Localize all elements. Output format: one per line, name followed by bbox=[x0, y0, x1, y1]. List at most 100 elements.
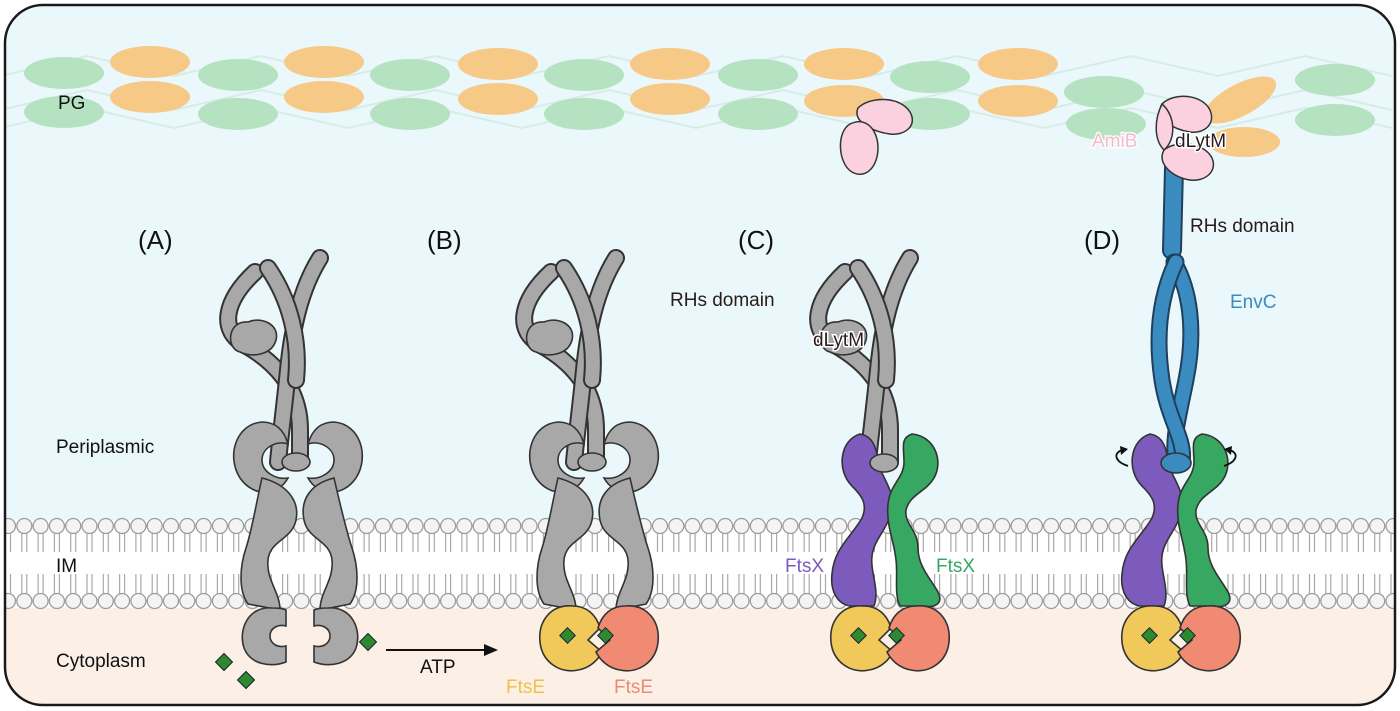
lipid-tail bbox=[1325, 532, 1332, 552]
lipid-tail bbox=[656, 574, 664, 594]
panel-a-complex bbox=[219, 249, 364, 666]
lipid-head bbox=[961, 517, 978, 535]
lipid-head bbox=[1206, 517, 1223, 535]
atp-molecule bbox=[559, 627, 576, 644]
amib-label: AmiB bbox=[1092, 131, 1137, 152]
lipid-tail bbox=[70, 532, 77, 552]
glycan-unit bbox=[978, 48, 1058, 80]
lipid-head bbox=[749, 517, 766, 535]
lytm-domain-gray bbox=[229, 319, 278, 356]
lipid-head bbox=[1369, 592, 1386, 610]
lipid-tail bbox=[1308, 532, 1316, 552]
ftse-label-right: FtsE bbox=[614, 677, 653, 698]
lipid-head bbox=[700, 517, 718, 535]
ftsx-label-right: FtsX bbox=[936, 556, 975, 577]
lipid-head bbox=[293, 592, 310, 610]
lipid-head bbox=[358, 592, 375, 610]
pg-label: PG bbox=[58, 93, 85, 114]
lipid-head bbox=[1010, 592, 1027, 610]
lipid-tail bbox=[705, 574, 712, 594]
lipid-tail bbox=[1080, 574, 1087, 594]
atp-binding-arrow bbox=[386, 644, 498, 656]
lipid-head bbox=[1271, 517, 1288, 535]
glycan-unit bbox=[1295, 64, 1375, 96]
atp-molecule bbox=[1141, 627, 1158, 644]
lipid-tail bbox=[1178, 574, 1185, 594]
lipid-tail bbox=[510, 574, 517, 594]
lipid-head bbox=[179, 592, 196, 610]
lipid-tail bbox=[591, 532, 598, 552]
lipid-tail bbox=[298, 532, 305, 552]
lipid-head bbox=[195, 592, 212, 610]
lipid-head bbox=[717, 592, 734, 610]
lipid-tail bbox=[135, 532, 142, 552]
lipid-head bbox=[1254, 592, 1272, 610]
lipid-tail bbox=[167, 574, 175, 594]
lipid-tail bbox=[445, 574, 452, 594]
lipid-tail bbox=[705, 532, 712, 552]
lipid-head bbox=[668, 592, 685, 610]
lipid-head bbox=[765, 592, 783, 610]
lipid-head bbox=[798, 517, 815, 535]
lipid-tail bbox=[819, 532, 827, 552]
lipid-head bbox=[146, 517, 163, 535]
lipid-tail bbox=[412, 574, 419, 594]
lipid-tail bbox=[1243, 574, 1250, 594]
lipid-head bbox=[782, 592, 799, 610]
lipid-tail bbox=[1031, 574, 1038, 594]
lipid-head bbox=[1287, 517, 1304, 535]
lipid-tail bbox=[379, 532, 386, 552]
panel-c-label: (C) bbox=[738, 225, 774, 255]
lipid-tail bbox=[738, 532, 745, 552]
lipid-tail bbox=[673, 532, 680, 552]
glycan-unit bbox=[110, 81, 190, 113]
lipid-head bbox=[5, 592, 17, 610]
lipid-head bbox=[798, 592, 815, 610]
lipid-tail bbox=[689, 532, 696, 552]
lipid-tail bbox=[1276, 532, 1283, 552]
lipid-tail bbox=[53, 574, 60, 594]
atp-label: ATP bbox=[420, 657, 456, 678]
lipid-tail bbox=[738, 574, 745, 594]
lipid-tail bbox=[184, 532, 191, 552]
glycan-unit bbox=[630, 83, 710, 115]
lipid-head bbox=[814, 517, 832, 535]
lipid-tail bbox=[1357, 574, 1364, 594]
lipid-tail bbox=[819, 574, 827, 594]
lipid-head bbox=[228, 517, 245, 535]
lipid-head bbox=[488, 517, 506, 535]
lipid-head bbox=[1091, 592, 1109, 610]
glycan-unit bbox=[198, 98, 278, 130]
lipid-tail bbox=[754, 532, 761, 552]
lipid-head bbox=[1385, 592, 1395, 610]
lipid-tail bbox=[86, 532, 93, 552]
panel-a-label: (A) bbox=[138, 225, 173, 255]
lipid-head bbox=[1320, 517, 1337, 535]
amib-enzyme-d bbox=[1155, 95, 1215, 181]
glycan-unit bbox=[370, 59, 450, 91]
lipid-tail bbox=[787, 574, 794, 594]
lipid-head bbox=[439, 517, 457, 535]
lipid-head bbox=[97, 592, 114, 610]
lipid-tail bbox=[1048, 574, 1055, 594]
lipid-head bbox=[423, 517, 440, 535]
glycan-strand bbox=[5, 106, 1393, 130]
lipid-head bbox=[146, 592, 163, 610]
lipid-tail bbox=[966, 574, 973, 594]
lipid-head bbox=[179, 517, 196, 535]
lipid-head bbox=[32, 592, 49, 610]
lipid-tail bbox=[53, 532, 60, 552]
lipid-head bbox=[977, 517, 995, 535]
lipid-tail bbox=[1064, 574, 1071, 594]
ftse-dimer-d bbox=[1121, 605, 1241, 672]
lipid-tail bbox=[771, 574, 778, 594]
lipid-tail bbox=[445, 532, 452, 552]
lipid-tail bbox=[1276, 574, 1283, 594]
lipid-tail bbox=[1341, 532, 1348, 552]
lipid-head bbox=[1238, 592, 1255, 610]
lipid-head bbox=[81, 517, 98, 535]
lipid-tail bbox=[673, 574, 680, 594]
lipid-tail bbox=[314, 574, 321, 594]
lipid-tail bbox=[493, 574, 501, 594]
